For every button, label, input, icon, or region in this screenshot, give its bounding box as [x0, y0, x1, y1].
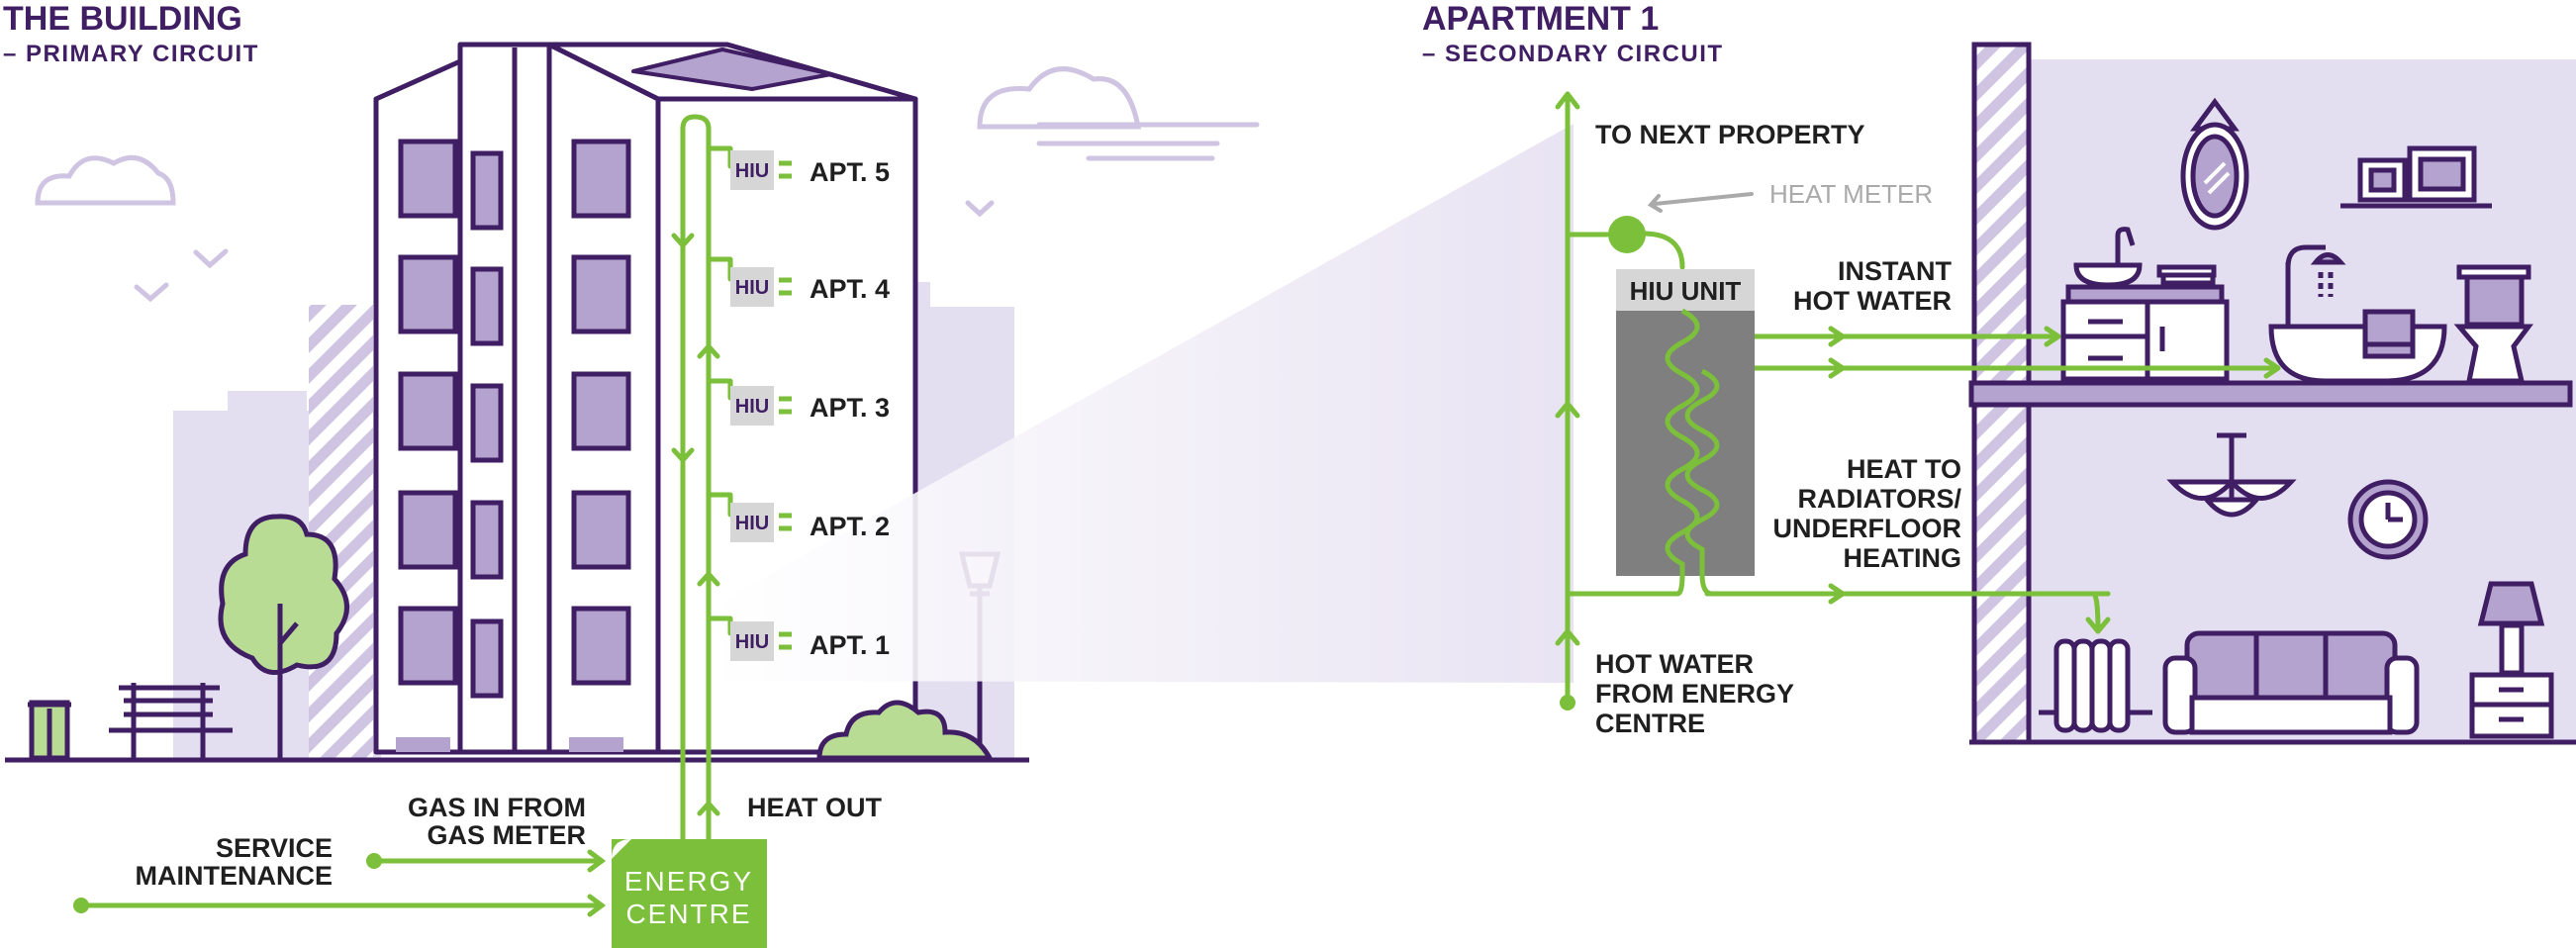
building-subtitle: – PRIMARY CIRCUIT [3, 41, 259, 67]
bathtub-icon [2268, 244, 2447, 384]
mirror-icon [2180, 97, 2249, 231]
service-label-2: MAINTENANCE [136, 861, 334, 891]
radiators-label-4: HEATING [1844, 543, 1962, 573]
radiators-label-2: RADIATORS/ [1797, 484, 1961, 514]
hiu-unit-label: HIU UNIT [1630, 276, 1742, 306]
apt-2-label: APT. 2 [810, 512, 890, 541]
svg-text:CENTRE: CENTRE [625, 899, 751, 929]
radiators-label-3: UNDERFLOOR [1773, 514, 1962, 543]
hiu-apt3: HIU [730, 386, 792, 426]
bench-icon [109, 683, 233, 760]
service-label-1: SERVICE [216, 833, 333, 863]
svg-text:HIU: HIU [735, 513, 769, 534]
clouds [35, 66, 1260, 206]
instant-hot-water-label-1: INSTANT [1838, 256, 1952, 286]
radiators-label-1: HEAT TO [1847, 454, 1961, 484]
apartment-title: APARTMENT 1 [1422, 0, 1659, 38]
building-title: THE BUILDING [3, 0, 242, 38]
svg-text:ENERGY: ENERGY [624, 866, 753, 897]
hiu-apt2: HIU [730, 503, 792, 542]
radiator-icon [2039, 638, 2152, 733]
apt-1-label: APT. 1 [810, 630, 890, 660]
apartment-subtitle: – SECONDARY CIRCUIT [1422, 41, 1724, 67]
to-next-property-label: TO NEXT PROPERTY [1595, 120, 1865, 149]
left-labels: THE BUILDING – PRIMARY CIRCUIT GAS IN FR… [3, 0, 882, 891]
gas-in-label-2: GAS METER [427, 820, 586, 850]
sofa-icon [2162, 630, 2420, 735]
svg-text:HIU: HIU [735, 277, 769, 299]
building-windows [398, 139, 631, 699]
svg-text:HIU: HIU [735, 396, 769, 418]
gas-in-label-1: GAS IN FROM [408, 793, 586, 822]
hiu-apt5: HIU [730, 150, 792, 190]
apt-3-label: APT. 3 [810, 393, 890, 423]
instant-hot-water-label-2: HOT WATER [1793, 286, 1952, 316]
hot-water-from-label-1: HOT WATER [1595, 649, 1754, 679]
right-labels: APARTMENT 1 – SECONDARY CIRCUIT TO NEXT … [1422, 0, 1961, 738]
svg-text:HIU: HIU [735, 160, 769, 182]
bush-icon [816, 700, 995, 761]
apt-4-label: APT. 4 [810, 274, 890, 304]
apt-5-label: APT. 5 [810, 157, 890, 187]
hiu-apt4: HIU [730, 267, 792, 307]
tree-icon [218, 514, 349, 760]
zoom-beam [715, 124, 1574, 683]
apartment-labels: APT. 5 APT. 4 APT. 3 APT. 2 APT. 1 [810, 157, 890, 660]
heat-meter-label: HEAT METER [1769, 179, 1933, 209]
heat-out-label: HEAT OUT [747, 793, 882, 822]
hot-water-from-label-3: CENTRE [1595, 709, 1705, 738]
hot-water-from-label-2: FROM ENERGY [1595, 679, 1794, 709]
supply-lines [78, 849, 607, 917]
hot-water-inlet-point [1560, 695, 1575, 711]
birds [134, 200, 995, 303]
bin-icon [28, 700, 71, 761]
toilet-icon [2453, 264, 2533, 384]
heat-meter-pointer [1647, 192, 1754, 213]
service-point [73, 898, 89, 913]
heat-meter-icon [1608, 216, 1646, 253]
hiu-unit: HIU UNIT [1616, 269, 1755, 576]
clock-icon [2347, 479, 2429, 560]
svg-text:HIU: HIU [735, 631, 769, 653]
picture-frames-icon [2340, 145, 2492, 209]
primary-flow-arrows [671, 233, 720, 816]
hiu-units: HIU HIU HIU HIU HIU [730, 150, 792, 661]
hiu-apt1: HIU [730, 621, 792, 661]
chandelier-icon [2166, 432, 2297, 518]
energy-centre-box: ENERGY CENTRE [612, 839, 767, 948]
side-table-lamp-icon [2469, 581, 2554, 739]
gas-meter-point [366, 853, 382, 869]
apartment-interior [1968, 42, 2576, 745]
